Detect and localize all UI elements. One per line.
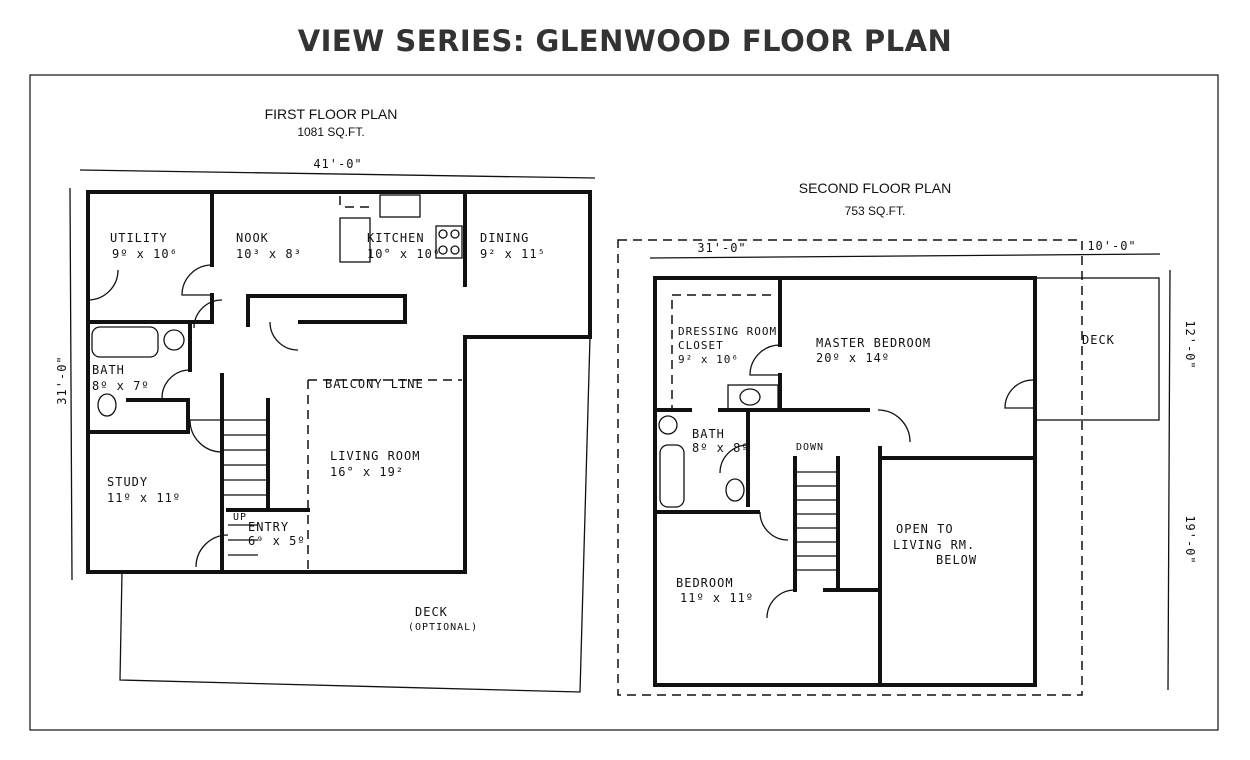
second-floor-area: 753 SQ.FT. [845, 204, 906, 218]
svg-text:9² x 10⁶: 9² x 10⁶ [678, 353, 739, 366]
room-label-kitchen: KITCHEN [367, 231, 425, 245]
first-floor-outline-dashed [617, 239, 1083, 696]
deck-optional-note: (OPTIONAL) [408, 622, 478, 633]
toilet-second [725, 478, 745, 502]
first-floor-plan: FIRST FLOOR PLAN 1081 SQ.FT. 41'-0" 31'-… [55, 106, 596, 693]
svg-text:9² x 11⁵: 9² x 11⁵ [480, 247, 546, 261]
svg-text:9º x 10⁶: 9º x 10⁶ [112, 247, 178, 261]
room-label-nook: NOOK [236, 231, 269, 245]
deck-width-dim: 10'-0" [1087, 239, 1136, 253]
svg-text:20º x 14º: 20º x 14º [816, 351, 890, 365]
bathtub [91, 326, 159, 358]
room-label-bath: BATH [92, 363, 125, 377]
stairs [222, 419, 268, 556]
room-label-living-room: LIVING ROOM [330, 449, 420, 463]
room-label-entry: ENTRY [248, 520, 289, 534]
second-floor-width-dim: 31'-0" [697, 241, 746, 255]
room-label-dining: DINING [480, 231, 529, 245]
svg-text:11º x 11º: 11º x 11º [107, 491, 181, 505]
first-floor-heading: FIRST FLOOR PLAN [265, 106, 398, 122]
first-floor-depth-dim: 31'-0" [55, 355, 69, 404]
exterior-walls-second [653, 276, 1037, 687]
open-to-label-1: OPEN TO [896, 522, 954, 536]
stair-down-label: DOWN [796, 442, 824, 453]
second-floor-heading: SECOND FLOOR PLAN [799, 180, 951, 196]
svg-text:8º x 8º: 8º x 8º [692, 441, 750, 455]
kitchen-sink [379, 194, 421, 218]
svg-text:11º x 11º: 11º x 11º [680, 591, 754, 605]
room-label-bath-second: BATH [692, 427, 725, 441]
open-to-label-3: BELOW [936, 553, 977, 567]
deck-label: DECK [415, 605, 448, 619]
open-to-label-2: LIVING RM. [893, 538, 975, 552]
svg-text:10° x 10⁶: 10° x 10⁶ [367, 247, 441, 261]
toilet [97, 393, 117, 417]
stairs-second [795, 471, 838, 571]
first-floor-width-dim: 41'-0" [313, 157, 362, 171]
first-floor-area: 1081 SQ.FT. [297, 125, 364, 139]
frame-border [29, 74, 1219, 731]
svg-text:10³ x 8³: 10³ x 8³ [236, 247, 302, 261]
page-title: VIEW SERIES: GLENWOOD FLOOR PLAN [297, 24, 953, 58]
rest-depth-dim: 19'-0" [1183, 515, 1197, 564]
second-floor-plan: SECOND FLOOR PLAN 753 SQ.FT. 31'-0" 10'-… [617, 180, 1197, 696]
exterior-walls [86, 190, 592, 574]
svg-text:8º x 7º: 8º x 7º [92, 379, 150, 393]
bathtub-second [659, 444, 685, 508]
upper-deck-label: DECK [1082, 333, 1115, 347]
vanity [727, 384, 779, 410]
room-label-bedroom: BEDROOM [676, 576, 734, 590]
room-label-utility: UTILITY [110, 231, 168, 245]
room-label-dressing-room: DRESSING ROOM [678, 325, 777, 338]
depth-dimension-line [69, 187, 73, 581]
stair-up-label: UP [233, 512, 247, 523]
svg-text:CLOSET: CLOSET [678, 339, 724, 352]
room-label-study: STUDY [107, 475, 148, 489]
deck-outline [119, 336, 591, 693]
svg-text:6⁹ x 5º: 6⁹ x 5º [248, 534, 306, 548]
svg-text:16° x 19²: 16° x 19² [330, 465, 404, 479]
upper-deck-outline [1034, 277, 1160, 421]
balcony-line-label: BALCONY LINE [325, 377, 424, 391]
width-dimension-line [79, 169, 596, 179]
range-stove [435, 225, 463, 259]
room-label-master-bedroom: MASTER BEDROOM [816, 336, 931, 350]
deck-depth-dim: 12'-0" [1183, 320, 1197, 369]
